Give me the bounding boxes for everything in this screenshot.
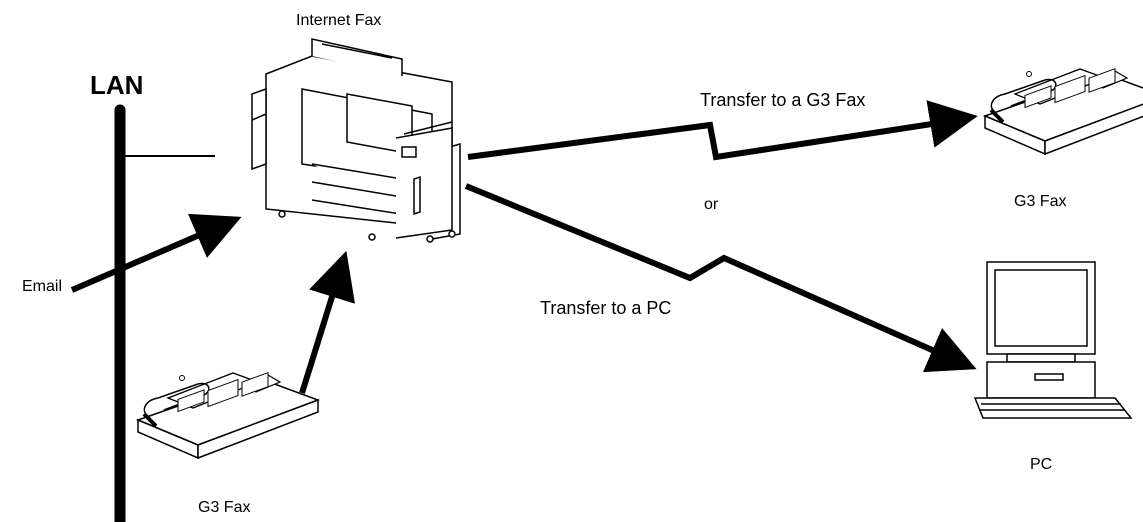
g3-fax-bottom-label: G3 Fax <box>198 499 251 516</box>
g3-to-internetfax-arrow <box>299 250 355 394</box>
g3-fax-machine-icon <box>983 66 1143 156</box>
pc-computer-icon <box>973 261 1133 419</box>
lan-label: LAN <box>90 70 144 100</box>
transfer-g3-lightning <box>467 119 946 161</box>
transfer-pc-arrowhead <box>922 328 977 373</box>
transfer-pc-lightning <box>464 183 950 360</box>
g3-fax-right-label: G3 Fax <box>1014 193 1067 210</box>
email-arrow <box>70 213 242 293</box>
transfer-pc-label: Transfer to a PC <box>540 298 672 318</box>
transfer-g3-label: Transfer to a G3 Fax <box>700 90 866 110</box>
email-label: Email <box>22 278 63 295</box>
internet-fax-machine-icon <box>251 38 461 243</box>
transfer-g3-arrowhead <box>926 100 978 148</box>
g3-fax-machine-icon <box>136 370 320 460</box>
pc-label: PC <box>1030 456 1053 473</box>
or-label: or <box>704 196 719 213</box>
internet-fax-label: Internet Fax <box>296 12 382 29</box>
